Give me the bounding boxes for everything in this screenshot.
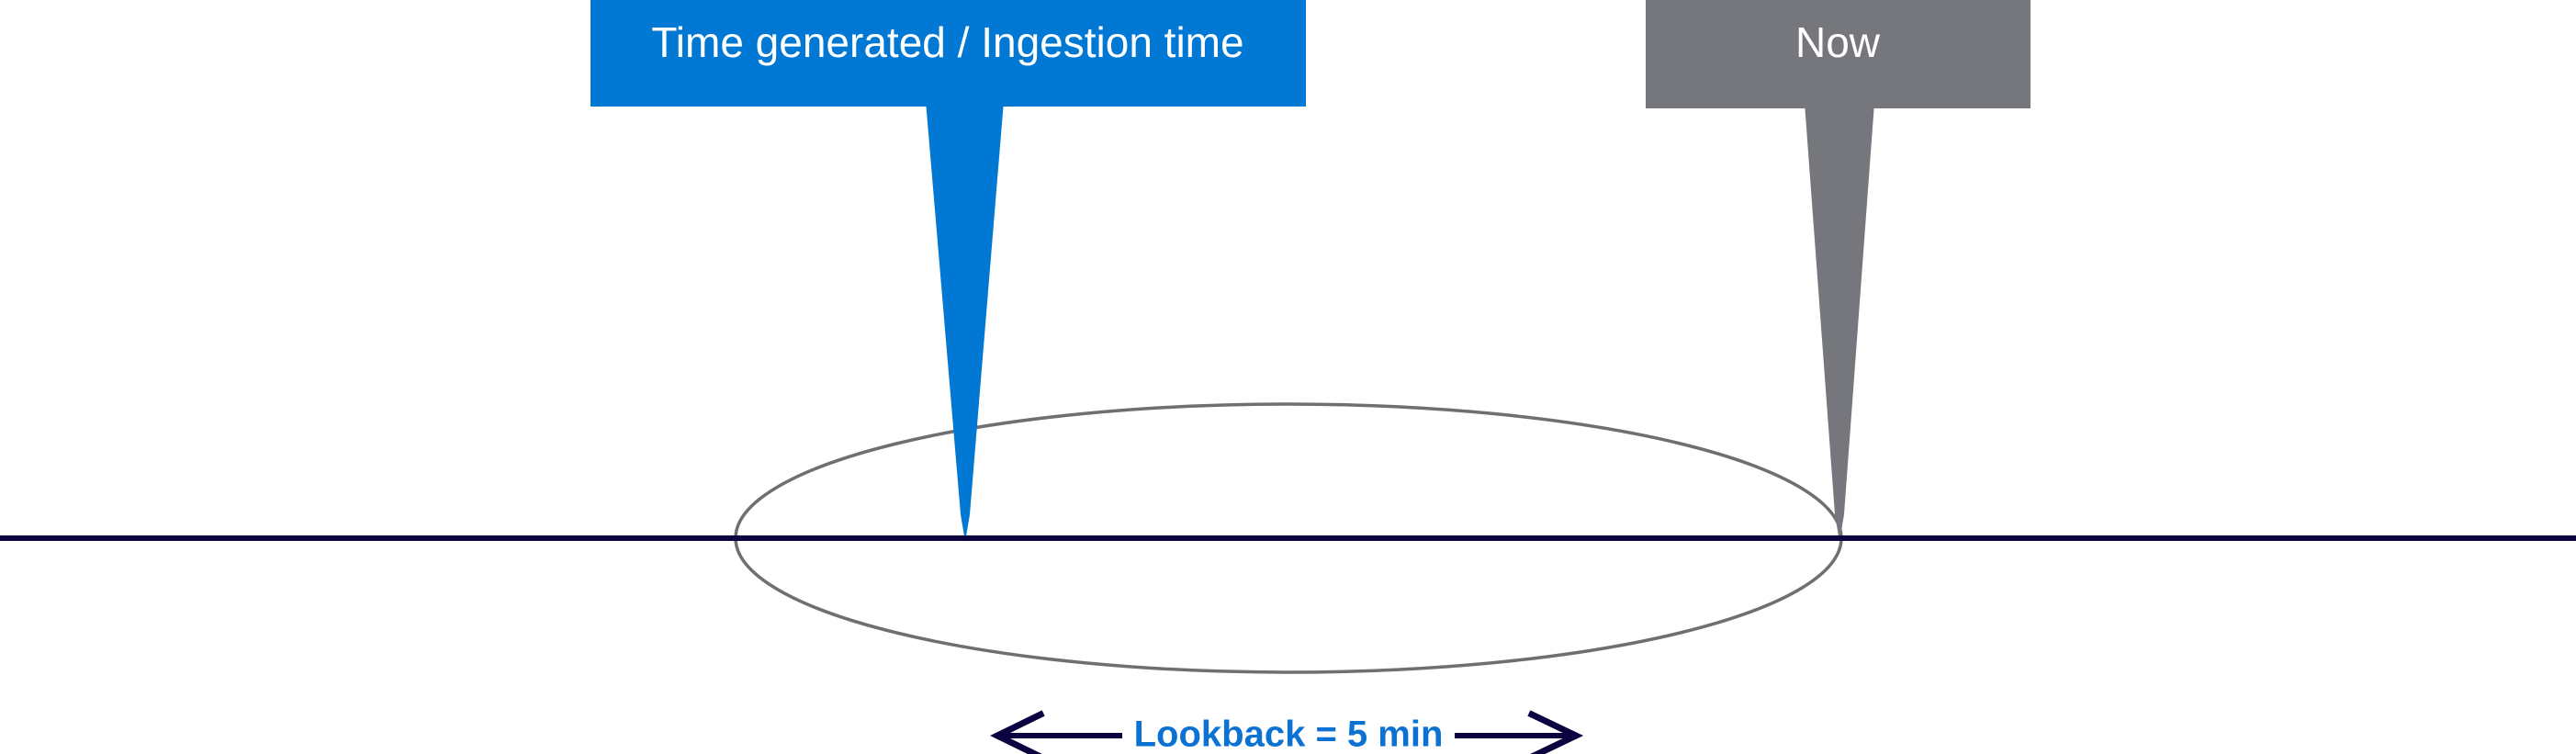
now-callout-box xyxy=(1646,0,2030,108)
lookback-measure-label: Lookback = 5 min xyxy=(1134,715,1444,754)
lookback-measure-arrow xyxy=(990,710,1584,754)
now-pointer-spike xyxy=(1805,103,1874,542)
time-generated-pointer-spike xyxy=(926,101,1004,542)
measure-arrow-left-head-icon xyxy=(990,710,1045,754)
measure-arrow-right-head-icon xyxy=(1527,710,1584,754)
time-generated-callout-box xyxy=(591,0,1306,107)
time-generated-callout-label: Time generated / Ingestion time xyxy=(651,18,1243,66)
now-callout-label: Now xyxy=(1795,18,1881,66)
